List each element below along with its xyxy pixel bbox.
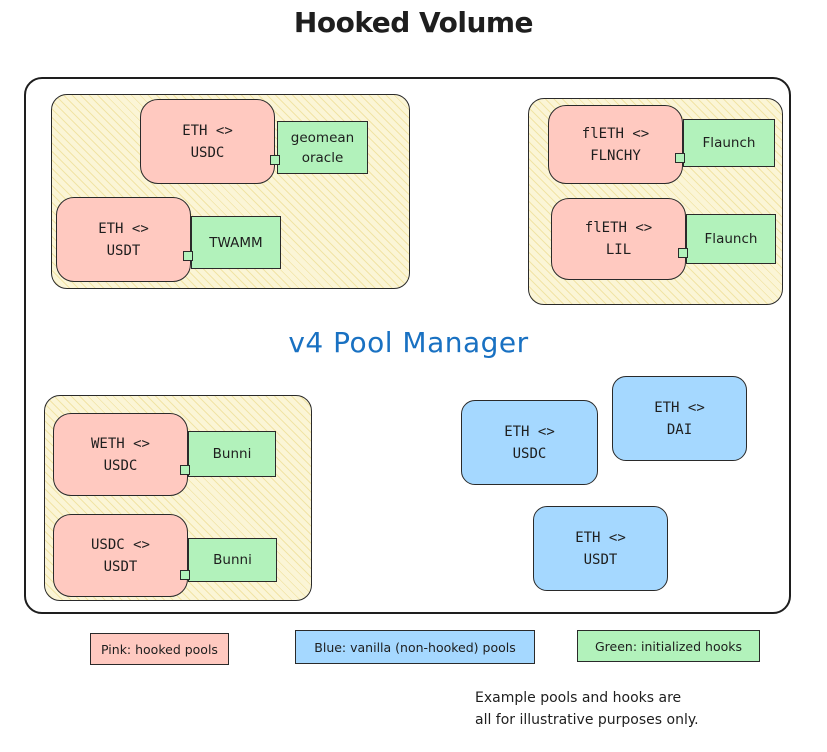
hooked-pool: ETH <> USDC — [140, 99, 275, 184]
hook-connector — [183, 251, 193, 261]
disclaimer-line-1: Example pools and hooks are — [475, 690, 682, 706]
hook-connector — [180, 465, 190, 475]
hook-connector — [180, 570, 190, 580]
hook-label: Bunni — [213, 552, 252, 568]
vanilla-pool: ETH <> DAI — [612, 376, 747, 461]
hooked-pool: ETH <> USDT — [56, 197, 191, 282]
hooked-pool: WETH <> USDC — [53, 413, 188, 496]
disclaimer-line-2: all for illustrative purposes only. — [475, 712, 699, 728]
legend-vanilla-pools: Blue: vanilla (non-hooked) pools — [295, 630, 535, 664]
hook-box: TWAMM — [191, 216, 281, 269]
vanilla-pool: ETH <> USDT — [533, 506, 668, 591]
hooked-pool: flETH <> FLNCHY — [548, 105, 683, 184]
hook-box: Bunni — [188, 538, 277, 582]
hook-label: Flaunch — [702, 135, 756, 151]
diagram-title: Hooked Volume — [293, 6, 534, 39]
hook-connector — [675, 153, 685, 163]
hook-label: Flaunch — [704, 231, 758, 247]
vanilla-pool: ETH <> USDC — [461, 400, 598, 485]
hook-box: Flaunch — [683, 119, 775, 167]
hook-connector — [270, 155, 280, 165]
hook-label: Bunni — [212, 446, 252, 462]
pool-manager-label: v4 Pool Manager — [288, 326, 529, 359]
hook-connector — [678, 248, 688, 258]
hooked-pool: flETH <> LIL — [551, 198, 686, 280]
hook-label: TWAMM — [209, 234, 263, 251]
legend-hooked-pools: Pink: hooked pools — [90, 633, 229, 665]
hook-box: Bunni — [188, 431, 276, 477]
hook-box: geomean oracle — [277, 121, 368, 174]
hook-box: Flaunch — [686, 214, 776, 264]
hook-label: geomean oracle — [290, 129, 355, 166]
legend-initialized-hooks: Green: initialized hooks — [577, 630, 760, 662]
hooked-pool: USDC <> USDT — [53, 514, 188, 597]
disclaimer-note: Example pools and hooks are all for illu… — [475, 687, 699, 731]
